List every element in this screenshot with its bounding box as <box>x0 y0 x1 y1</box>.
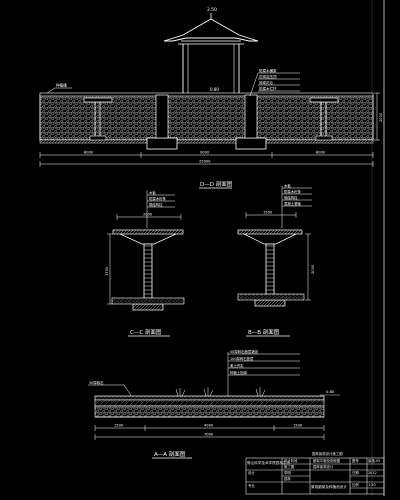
section-bb-dimension <box>245 212 297 218</box>
planter-wall <box>39 94 374 141</box>
wall-coping <box>39 92 374 97</box>
section-aa-callout-1: 50厚碎石面层铺设 <box>230 349 259 354</box>
title-block-scale-label: 比例 <box>352 482 359 487</box>
section-bb: 1500 木板 防腐木桁条 钢结构柱 混凝土基础 2000 B—B 剖面图 <box>237 183 315 337</box>
elevation-callout-3: 砖砌花坛 <box>259 80 273 85</box>
section-aa-title: A—A 剖面图 <box>154 450 186 458</box>
elevation-callout-4: 防腐木栏杆 <box>259 86 277 91</box>
section-bb-callout-1: 木板 <box>284 183 291 188</box>
section-bb-callout-4: 混凝土基础 <box>284 201 302 206</box>
title-block-row3-value: 园林 <box>284 476 291 481</box>
section-cc-height-dim: 1700 <box>105 266 109 276</box>
section-cc-callout-2: 防腐木桁条 <box>149 196 167 201</box>
section-cc-top-dim: 2000 <box>143 213 153 217</box>
elevation-callout-2: 花岗岩压顶 <box>259 74 277 79</box>
elevation-canopy-left <box>83 97 113 141</box>
elevation-dimension-lines <box>39 152 374 167</box>
title-block-header-right: 园林景观设计施工图 <box>312 452 343 456</box>
section-cc-title: C—C 剖面图 <box>130 328 162 336</box>
wall-base <box>39 139 374 144</box>
elevation-callout-1: 防腐木横梁 <box>259 68 277 73</box>
elevation-left-note: 种植槽 <box>56 83 67 88</box>
section-aa-subbase <box>94 405 325 418</box>
section-aa-callout-4: 种植土回填 <box>230 370 248 375</box>
title-block-date-value: 2012 <box>368 470 377 475</box>
section-aa-total-dim: 7000 <box>204 433 214 437</box>
elevation-total-dim: 25000 <box>199 160 211 164</box>
elevation-dim-2: 9000 <box>200 151 210 155</box>
title-block-row2-value: 李明 <box>284 470 291 475</box>
elevation-canopy-right <box>309 97 339 141</box>
section-cc-dimension <box>116 214 182 220</box>
ground-elevation-mark: 0.80 <box>210 87 219 92</box>
section-cc-callout-3: 钢结构柱 <box>149 202 163 207</box>
title-block-institute: 佛山科学技术学院园林生态 <box>247 461 291 465</box>
section-aa-plants <box>175 387 266 397</box>
elevation-height-dim: 2000 <box>379 112 383 122</box>
elevation-dim-1: 8000 <box>84 151 94 155</box>
section-aa-dim-2: 4000 <box>204 424 214 428</box>
section-aa-callout-2: 100厚碎石垫层 <box>230 356 254 361</box>
section-aa-base <box>94 399 325 407</box>
section-aa-callout-3: 素土夯实 <box>230 363 244 368</box>
elevation-callout-leaders <box>249 72 300 97</box>
section-bb-height-dim: 2000 <box>311 264 315 274</box>
elevation-left-leader <box>46 87 72 94</box>
elevation-title: D—D 剖面图 <box>200 180 233 188</box>
section-aa-left-note: 50厚砾石 <box>89 380 104 385</box>
section-aa-left-leader <box>88 384 133 398</box>
title-block-sheet-no: 景施-05 <box>368 458 381 463</box>
section-bb-title: B—B 剖面图 <box>248 328 280 336</box>
title-block-drawing-name-1: 廊架平面及剖面图 <box>313 458 341 463</box>
title-block-grid <box>245 457 385 495</box>
roof-elevation-mark: 2.50 <box>207 7 217 13</box>
title-block-row1-label: 设计阶段 <box>284 458 298 463</box>
section-cc-callout-1: 木板 <box>149 190 156 195</box>
title-block-row1-value: 施工图 <box>284 464 295 469</box>
section-cc-height-dimension <box>107 233 113 305</box>
section-aa-dim-3: 1500 <box>293 424 303 428</box>
title-block-scale-value: 1:50 <box>368 482 376 487</box>
section-aa-leaders <box>227 352 300 397</box>
section-bb-height-dimension <box>305 233 311 301</box>
title-block-drawing-name-2: 园林景观设计 <box>313 464 334 469</box>
section-aa-mark: 0.80 <box>326 389 335 394</box>
section-aa: 50厚碎石面层铺设 100厚碎石垫层 素土夯实 种植土回填 50厚砾石 0.80 <box>88 349 340 459</box>
title-block-row2-label: 设计 <box>248 471 255 475</box>
section-cc-leaders <box>146 190 175 228</box>
section-cc: 2000 木板 防腐木桁条 钢结构柱 1700 C—C 剖面图 <box>105 190 185 337</box>
title-block-date-label: 日期 <box>352 470 359 475</box>
section-bb-callout-3: 钢结构柱 <box>284 195 298 200</box>
elevation-height-dimension <box>374 92 380 141</box>
elevation-dim-3: 8000 <box>316 151 326 155</box>
pavilion-roof <box>163 13 259 93</box>
section-bb-top-dim: 1500 <box>263 211 273 215</box>
elevation-dd: 2.50 0.80 种植槽 <box>39 7 383 189</box>
section-aa-dim-1: 1500 <box>114 424 124 428</box>
title-block-row3-label: 专业 <box>248 483 255 488</box>
section-bb-leaders <box>281 186 312 228</box>
title-block-sheet-no-label: 图号 <box>352 458 359 463</box>
section-aa-surface <box>94 395 325 401</box>
section-bb-callout-2: 防腐木桁条 <box>284 189 302 194</box>
title-block-project: 景观廊架及种植池设计 <box>311 485 347 489</box>
section-aa-dimension-lines <box>94 425 325 440</box>
